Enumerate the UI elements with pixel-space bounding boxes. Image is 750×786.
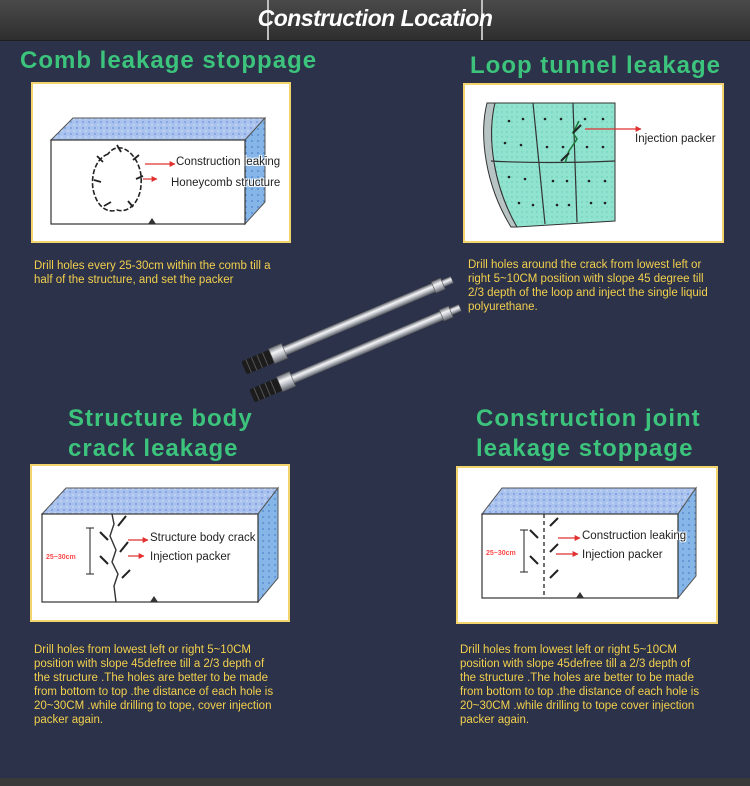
loop-desc-line: right 5~10CM position with slope 45 degr… xyxy=(468,273,704,285)
joint-packers xyxy=(529,517,559,579)
crack-packers xyxy=(99,515,131,579)
comb-diagram-panel: Construction leaking Honeycomb structure xyxy=(31,82,291,243)
joint-heading-line: Construction joint xyxy=(476,405,701,432)
tunnel-holes xyxy=(503,117,607,207)
joint-description: Drill holes from lowest left or right 5~… xyxy=(460,643,699,727)
joint-desc-line: Drill holes from lowest left or right 5~… xyxy=(460,644,677,656)
loop-desc-line: 2/3 depth of the loop and inject the sin… xyxy=(468,287,708,299)
comb-diagram xyxy=(49,116,267,226)
crack-label-injection-packer: Injection packer xyxy=(150,551,231,563)
loop-diagram xyxy=(483,102,642,228)
crack-diagram xyxy=(40,486,280,604)
comb-block-top xyxy=(49,117,267,141)
comb-packers xyxy=(93,144,144,208)
crack-heading: Structure body crack leakage xyxy=(68,404,253,464)
loop-desc-line: Drill holes around the crack from lowest… xyxy=(468,259,702,271)
crack-dimension-label: 25~30cm xyxy=(46,554,76,561)
comb-label-honeycomb: Honeycomb structure xyxy=(171,177,281,189)
joint-desc-line: 20~30CM .while drilling to tope cover in… xyxy=(460,700,695,712)
joint-label-injection-packer: Injection packer xyxy=(582,549,663,561)
footer-bar xyxy=(0,778,750,786)
crack-heading-line: crack leakage xyxy=(68,435,239,462)
loop-diagram-panel: Injection packer xyxy=(463,83,724,243)
crack-desc-line: position with slope 45defree till a 2/3 … xyxy=(34,658,265,670)
joint-desc-line: the structure .The holes are better to b… xyxy=(460,672,694,684)
comb-description: Drill holes every 25-30cm within the com… xyxy=(34,259,270,287)
crack-desc-line: 20~30CM .while drilling to tope, cover i… xyxy=(34,700,272,712)
page-title: Construction Location xyxy=(257,5,493,31)
crack-heading-line: Structure body xyxy=(68,405,253,432)
joint-block-front xyxy=(481,513,679,599)
injection-packer-2 xyxy=(249,304,462,402)
header-tick-right xyxy=(481,0,483,40)
crack-block-front xyxy=(41,513,259,603)
joint-desc-line: position with slope 45defree till a 2/3 … xyxy=(460,658,691,670)
joint-diagram-panel: 25~30cm Construction leaking Injection p… xyxy=(456,466,718,624)
joint-dimension-label: 25~30cm xyxy=(486,550,516,557)
structure-crack-line xyxy=(109,513,119,603)
injection-packer-1 xyxy=(241,276,454,374)
crack-desc-line: the structure .The holes are better to b… xyxy=(34,672,268,684)
crack-label-structure-body-crack: Structure body crack xyxy=(150,532,256,544)
joint-heading-line: leakage stoppage xyxy=(476,435,694,462)
comb-heading: Comb leakage stoppage xyxy=(20,47,318,74)
header-bar: Construction Location xyxy=(0,0,750,41)
joint-desc-line: packer again. xyxy=(460,714,530,726)
joint-dimension xyxy=(520,529,528,573)
joint-diagram xyxy=(480,486,697,600)
header-tick-left xyxy=(267,0,269,40)
loop-heading: Loop tunnel leakage xyxy=(470,52,722,79)
joint-label-construction-leaking: Construction leaking xyxy=(582,530,687,542)
comb-label-construction-leaking: Construction leaking xyxy=(176,156,281,168)
crack-desc-line: Drill holes from lowest left or right 5~… xyxy=(34,644,251,656)
joint-heading: Construction joint leakage stoppage xyxy=(476,404,701,464)
crack-desc-line: packer again. xyxy=(34,714,104,726)
tunnel-lining xyxy=(491,102,616,228)
crack-dimension xyxy=(86,527,94,575)
crack-desc-line: from bottom to top .the distance of each… xyxy=(34,686,274,698)
comb-desc-line: half of the structure, and set the packe… xyxy=(34,274,234,286)
loop-description: Drill holes around the crack from lowest… xyxy=(468,258,708,314)
crack-diagram-panel: 25~30cm Structure body crack Injection p… xyxy=(30,464,290,622)
crack-block-top xyxy=(40,487,280,515)
tunnel-segments xyxy=(490,102,616,225)
loop-desc-line: polyurethane. xyxy=(468,301,538,313)
joint-block-top xyxy=(480,487,697,515)
crack-description: Drill holes from lowest left or right 5~… xyxy=(34,643,273,727)
loop-label-injection-packer: Injection packer xyxy=(635,133,716,145)
joint-desc-line: from bottom to top .the distance of each… xyxy=(460,686,700,698)
comb-desc-line: Drill holes every 25-30cm within the com… xyxy=(34,260,271,272)
